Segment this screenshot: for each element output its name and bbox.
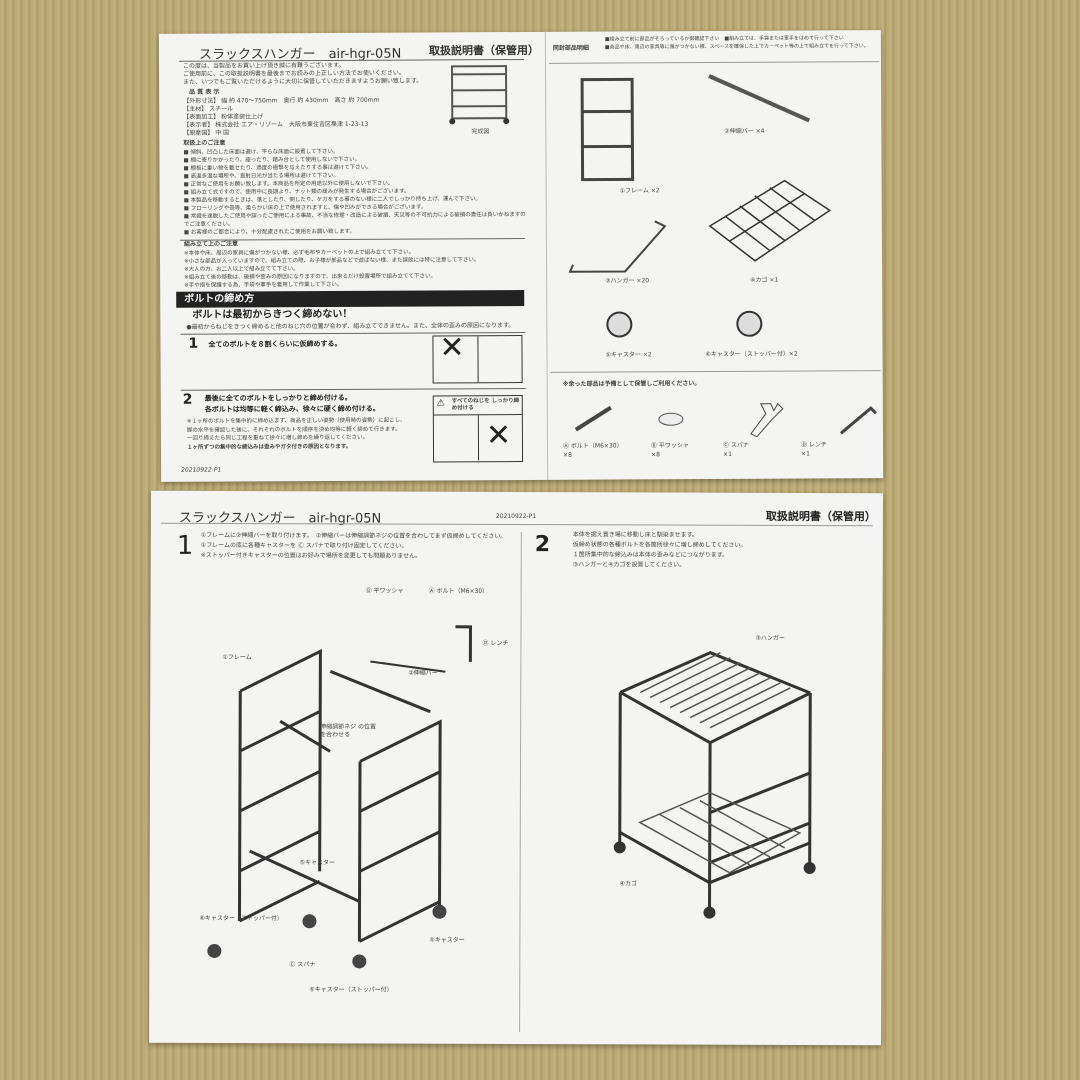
hanger-illustration [568,220,667,273]
completed-rack-diagram [613,651,816,919]
part-label: ③ハンガー ×20 [605,277,650,285]
caster-illustration [606,311,633,338]
caution-heading: 取扱上のご注意 [183,139,226,147]
label-stopper-caster: ⑥キャスター（ストッパー付） [199,914,283,923]
label-bolt: Ⓐ ボルト（M6×30） [428,587,489,595]
instruction-sheet-page1: スラックスハンガー air-hgr-05N 取扱説明書（保管用） この度は、当製… [158,30,884,482]
label-hanger: ③ハンガー [755,634,785,642]
assembly-notes: ※本体や床、周辺の家具に傷がつかない様、必ず毛布やカーペットの上で組み立てて下さ… [183,249,480,289]
tighten-all-warning: すべてのねじを しっかり締め付ける [433,395,522,416]
spanner-icon [750,402,784,438]
part-label: ②伸縮バー ×4 [724,127,765,135]
basket-illustration [708,179,832,262]
part-label: ①フレーム ×2 [619,187,660,195]
telescopic-bar-illustration [708,74,811,123]
hardware-bolt: Ⓐ ボルト（M6×30）×8 [562,442,623,459]
step-1-text: 全てのボルトを８割くらいに仮締めする。 [208,339,342,349]
completed-rack-illustration [449,65,510,125]
part-label: ⑤キャスター ×2 [605,351,652,359]
hardware-spanner: Ⓒ スパナ×1 [722,441,749,458]
label-stopper-caster: ⑥キャスター（ストッパー付） [309,986,393,994]
step-1-number: 1 [188,335,199,352]
label-basket: ④カゴ [619,880,637,888]
step-2-notes: ※１ヶ所のボルトを集中的に締め込まず、商品を正しい姿勢（使用時の姿勢）に起こし、… [186,417,406,451]
label-wrench: Ⓓ レンチ [482,639,509,647]
part-label: ⑥キャスター（ストッパー付）×2 [705,350,798,359]
doc-title: 取扱説明書（保管用） [428,43,539,58]
label-bar: ②伸縮バー [408,669,438,677]
doc-title: 取扱説明書（保管用） [765,509,876,524]
step-2-number: 2 [534,532,551,558]
step-1-number: 1 [176,530,194,561]
instruction-sheet-page2: スラックスハンガー air-hgr-05N 20210922-P1 取扱説明書（… [149,490,883,1046]
spec-heading: 品 質 表 示 [189,88,220,96]
document-code: 20210922-P1 [181,466,222,474]
step-1-diagram: ✕ [432,330,523,384]
step-2-diagram: すべてのねじを しっかり締め付ける ⚠ ✕ [432,394,524,463]
step-1-assembly-diagram [207,625,472,969]
bolt-warning: ボルトは最初からきつく締めない！ [192,308,353,321]
step-2-text: 本体を据え置き場に移動し床と馴染ませます。仮締め状態の各種ボルトを各箇所徐々に増… [572,531,747,569]
hex-wrench-icon [839,406,877,435]
step-1-text: ①フレームに②伸縮バーを取り付けます。 ②伸縮バーは伸縮調節ネジの位置を合わして… [200,531,507,560]
parts-notes: ■組み立て前に部品がそろっているか御確認下さい ■組み立ては、手袋または軍手をは… [604,35,869,51]
label-frame: ①フレーム [222,653,252,662]
spare-note: ※余った部品は予備として保管しご利用ください。 [562,380,701,388]
part-label: ④カゴ ×1 [750,276,779,284]
label-caster: ⑤キャスター [429,936,465,944]
hardware-illustrations [574,402,877,438]
document-code: 20210922-P1 [495,512,537,521]
hardware-washer: Ⓑ 平ワッシャ×8 [650,442,689,459]
hardware-wrench: Ⓓ レンチ×1 [800,441,827,458]
caution-list: ■ 傾斜、凹凸した床面は避け、平らな床面に設置して下さい。■ 棚に寄りかかったり… [183,148,526,236]
label-washer: Ⓑ 平ワッシャ [365,587,404,595]
bolt-section-heading: ボルトの締め方 [176,289,525,308]
stopper-caster-illustration [736,310,763,337]
intro-text: この度は、当製品をお買い上げ頂き誠に有難うございます。ご使用前に、この取扱説明書… [182,61,423,86]
cross-icon: ✕ [485,418,512,454]
warning-icon: ⚠ [436,398,445,409]
step-2-number: 2 [182,391,193,408]
step-2-text: 最後に全てのボルトをしっかりと締め付ける。各ボルトは均等に軽く締込み、徐々に硬く… [204,393,380,414]
cross-icon: ✕ [439,330,465,366]
assembly-heading: 組み立て上のご注意 [183,240,238,248]
bolt-note: ●最初からねじをきつく締めると他のねじ穴の位置が合わず、組み立てできません。また… [186,322,515,331]
label-adjust-screw: 伸縮調節ネジ の位置を合わせる [320,723,377,739]
label-spanner: Ⓒ スパナ [289,961,316,969]
completed-label: 完成図 [471,128,490,136]
spec-list: 【外形寸法】 幅 約 470～750mm 奥行 約 430mm 高さ 約 700… [183,96,380,137]
bolt-icon [574,405,612,432]
label-caster: ⑤キャスター [299,859,336,867]
frame-illustration [580,77,635,182]
parts-heading: 同封部品明細 [552,44,589,52]
washer-icon [658,412,684,426]
